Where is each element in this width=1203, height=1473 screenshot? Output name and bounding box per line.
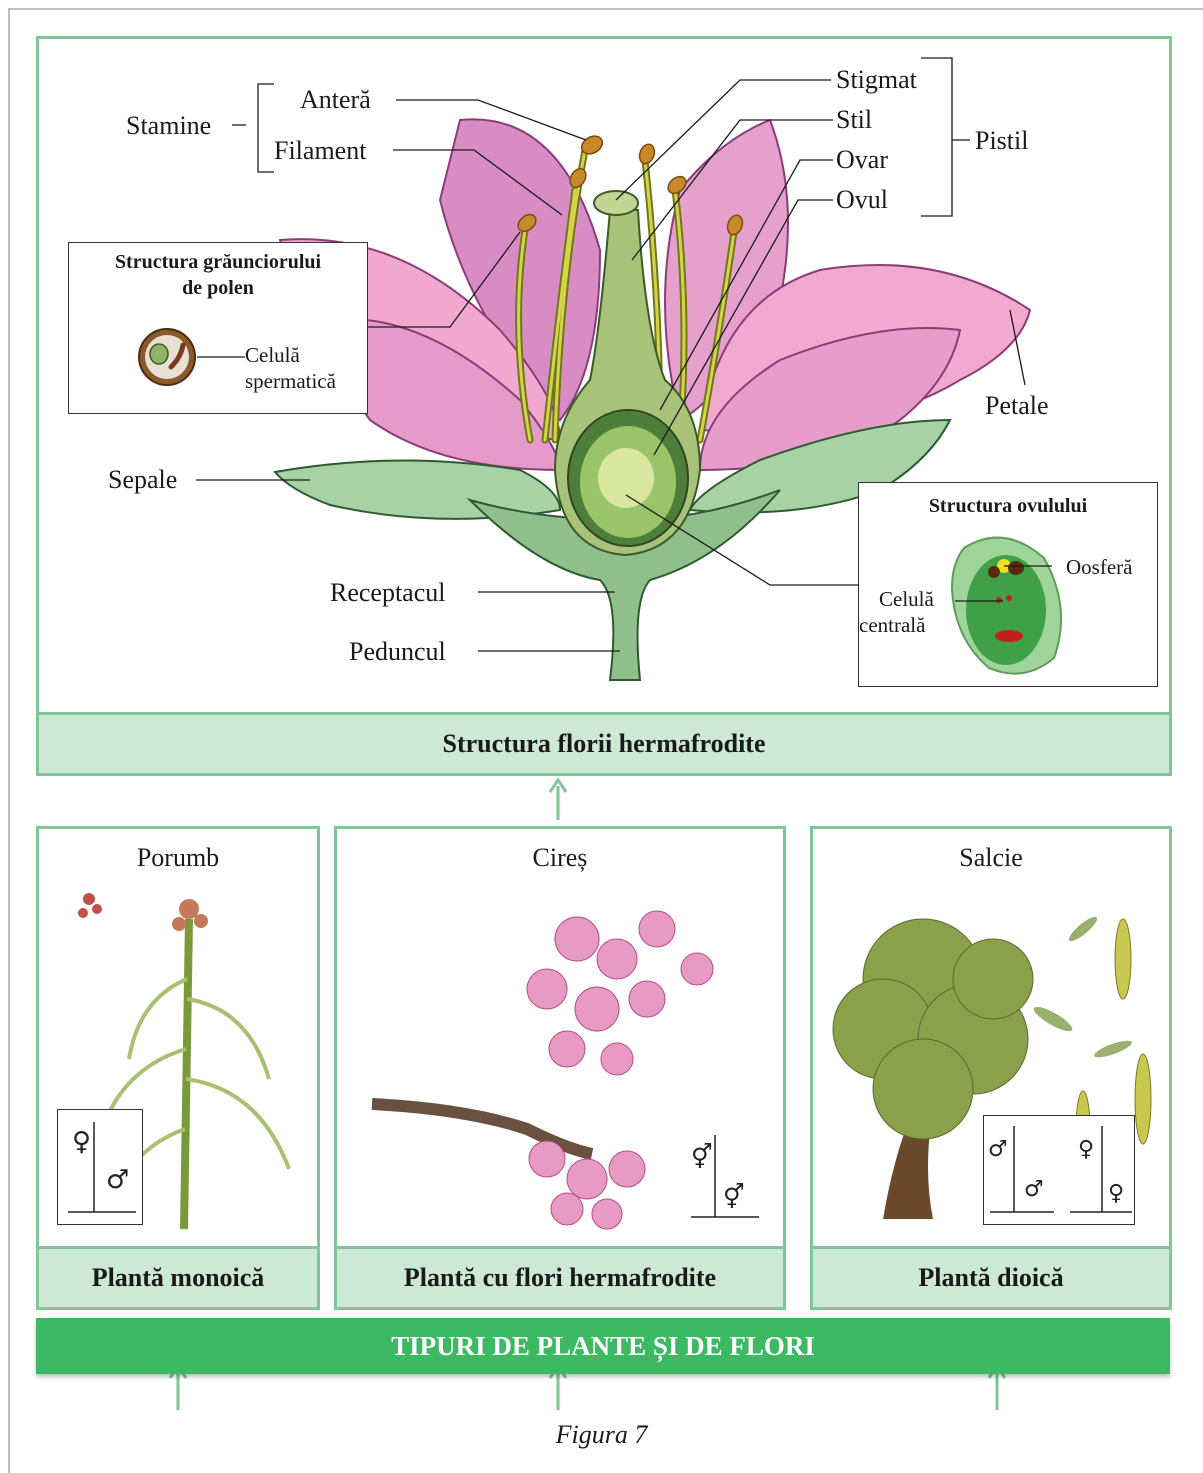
label-ovar: Ovar xyxy=(836,147,888,173)
pollen-cell-label-line1: Celulă xyxy=(245,343,300,367)
plant-name-salcie: Salcie xyxy=(813,843,1169,873)
pollen-grain-icon xyxy=(137,327,197,387)
svg-text:⚥: ⚥ xyxy=(723,1183,745,1211)
label-stigmat: Stigmat xyxy=(836,67,917,93)
plant-panel-cires: Cireș ⚥ ⚥ xyxy=(334,826,786,1310)
ovule-icon xyxy=(944,528,1074,678)
label-filament: Filament xyxy=(274,138,366,164)
label-stamine: Stamine xyxy=(126,113,211,139)
plant-name-porumb: Porumb xyxy=(39,843,317,873)
plant-caption-dioica: Plantă dioică xyxy=(810,1246,1172,1310)
pollen-box-title-line1: Structura grăunciorului xyxy=(69,249,367,275)
svg-text:⚥: ⚥ xyxy=(691,1143,713,1171)
plant-types-banner: TIPURI DE PLANTE ȘI DE FLORI xyxy=(36,1318,1170,1374)
label-peduncul: Peduncul xyxy=(349,639,446,665)
svg-text:♀: ♀ xyxy=(1078,1137,1094,1162)
ovule-structure-box: Structura ovulului Oosferă Celulă centra… xyxy=(858,482,1158,687)
label-antera: Anteră xyxy=(300,87,371,113)
plant-panel-salcie: Salcie ♂ ♂ ♀ ♀ xyxy=(810,826,1172,1310)
label-pistil: Pistil xyxy=(975,128,1028,154)
hermaphrodite-symbol: ⚥ ⚥ xyxy=(685,1125,765,1225)
figure-caption: Figura 7 xyxy=(0,1420,1203,1450)
label-receptacul: Receptacul xyxy=(330,580,446,606)
plant-caption-hermafrodite: Plantă cu flori hermafrodite xyxy=(334,1246,786,1310)
ovule-central-label-line2: centrală xyxy=(859,613,925,637)
label-petale: Petale xyxy=(985,393,1049,419)
dioecious-symbol-box: ♂ ♂ ♀ ♀ xyxy=(983,1115,1135,1225)
plant-caption-monoica: Plantă monoică xyxy=(36,1246,320,1310)
pollen-structure-box: Structura grăunciorului de polen Celulă … xyxy=(68,242,368,414)
flower-structure-caption: Structura florii hermafrodite xyxy=(36,712,1172,776)
svg-text:♂: ♂ xyxy=(988,1137,1008,1162)
monoecious-symbol-box: ♀ ♂ xyxy=(57,1109,143,1225)
svg-text:♂: ♂ xyxy=(106,1165,129,1195)
plant-name-cires: Cireș xyxy=(337,843,783,873)
ovule-oosfera-label: Oosferă xyxy=(1066,555,1132,579)
label-ovul: Ovul xyxy=(836,187,888,213)
label-sepale: Sepale xyxy=(108,467,177,493)
pollen-cell-label-line2: spermatică xyxy=(245,369,336,393)
arrow-up-icon xyxy=(548,778,568,820)
svg-text:♀: ♀ xyxy=(1108,1181,1124,1206)
ovule-central-label-line1: Celulă xyxy=(879,587,934,611)
plant-panel-porumb: Porumb ♀ ♂ xyxy=(36,826,320,1310)
pollen-box-title-line2: de polen xyxy=(69,275,367,301)
svg-text:♂: ♂ xyxy=(1024,1177,1044,1202)
svg-text:♀: ♀ xyxy=(72,1127,91,1157)
label-stil: Stil xyxy=(836,107,872,133)
ovule-box-title: Structura ovulului xyxy=(859,493,1157,519)
